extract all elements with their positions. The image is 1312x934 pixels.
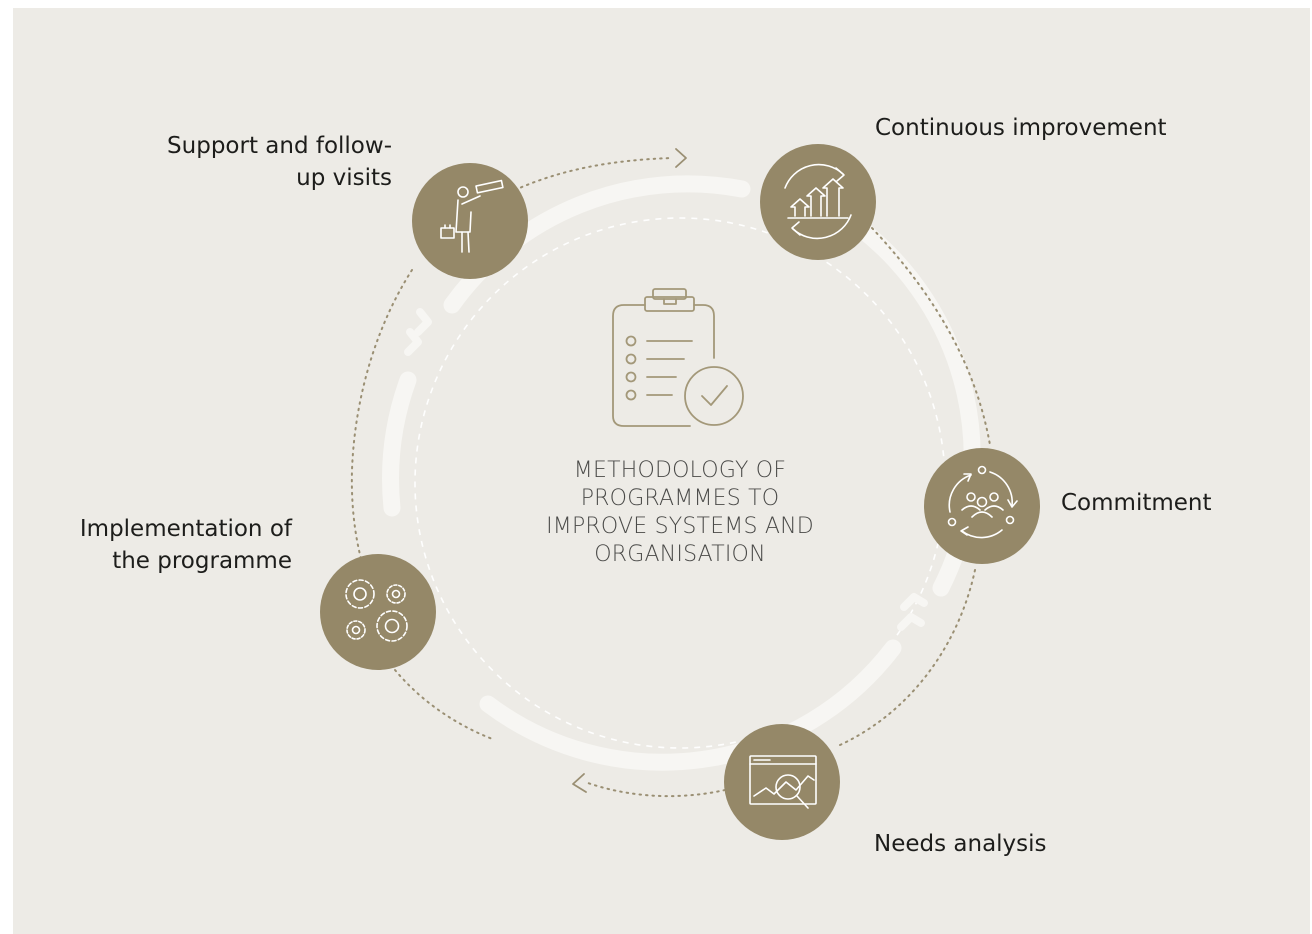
diagram-background xyxy=(13,8,1310,934)
step-node-continuous-improvement xyxy=(760,144,876,260)
ring-chevrons xyxy=(404,308,928,631)
step-label-commitment: Commitment xyxy=(1061,490,1212,516)
step-node-support-visits xyxy=(412,163,528,279)
step-node-commitment xyxy=(924,448,1040,564)
dotted-flow-path xyxy=(350,157,991,798)
flow-arrowheads xyxy=(572,148,687,793)
gears-icon xyxy=(345,579,408,642)
clipboard-checklist-icon xyxy=(612,288,744,427)
step-label-continuous-improvement: Continuous improvement xyxy=(875,115,1167,141)
person-telescope-icon xyxy=(440,179,504,253)
step-label-implementation: Implementation of the programme xyxy=(79,516,292,574)
step-label-support-visits: Support and follow- up visits xyxy=(167,133,392,191)
step-node-needs-analysis xyxy=(724,724,840,840)
arrowhead-top-icon xyxy=(675,148,687,168)
step-label-needs-analysis: Needs analysis xyxy=(874,831,1047,857)
growth-chart-cycle-icon xyxy=(784,163,852,240)
center-title: METHODOLOGY OF PROGRAMMES TO IMPROVE SYS… xyxy=(546,458,814,567)
step-node-implementation xyxy=(320,554,436,670)
data-analysis-magnifier-icon xyxy=(749,755,817,809)
arrowhead-bottom-icon xyxy=(572,773,587,793)
team-cycle-icon xyxy=(947,465,1018,539)
